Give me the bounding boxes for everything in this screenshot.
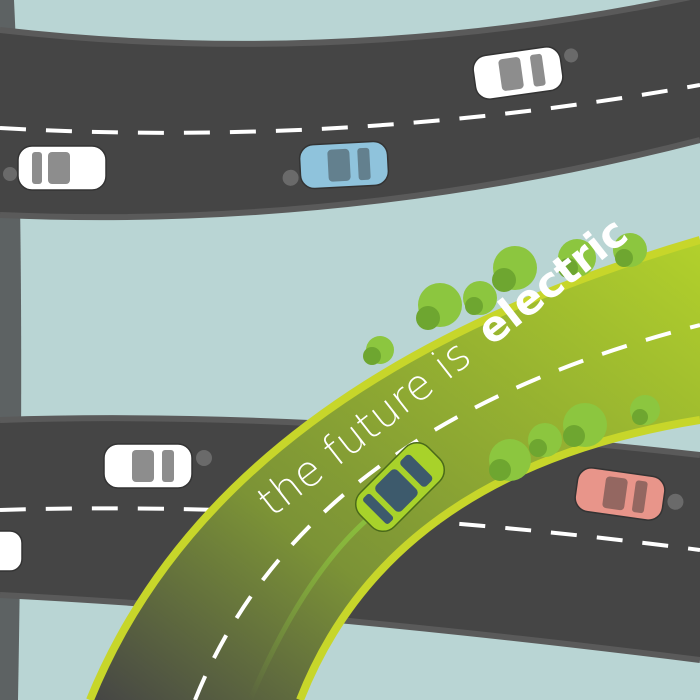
exhaust-icon <box>564 48 579 63</box>
tree-icon <box>416 283 462 330</box>
white-car-edge-left <box>0 530 23 572</box>
tree-icon <box>492 246 537 292</box>
blue-car-top <box>282 140 390 190</box>
top-lane-marking <box>0 83 700 135</box>
tree-cluster-lower <box>489 395 660 481</box>
exhaust-icon <box>196 450 212 466</box>
salmon-car <box>574 467 684 521</box>
tree-icon <box>463 281 497 315</box>
tree-cluster-upper <box>363 233 647 365</box>
electric-road-edge-inner <box>296 416 700 700</box>
tree-icon <box>363 336 394 365</box>
white-car-top-right <box>472 46 579 100</box>
tree-icon <box>630 395 660 425</box>
tree-icon <box>558 239 596 278</box>
tree-icon <box>489 439 531 481</box>
tree-icon <box>563 403 607 447</box>
exhaust-icon <box>667 493 684 510</box>
tree-icon <box>613 233 647 267</box>
white-car-top-left <box>3 145 107 191</box>
tree-icon <box>528 423 562 457</box>
white-car-bottom-left <box>103 443 212 489</box>
electric-lane-marking <box>193 323 700 700</box>
exhaust-icon <box>282 169 299 186</box>
electric-car <box>354 441 446 533</box>
electric-road-edge-outer <box>86 236 700 700</box>
exhaust-icon <box>3 167 17 181</box>
